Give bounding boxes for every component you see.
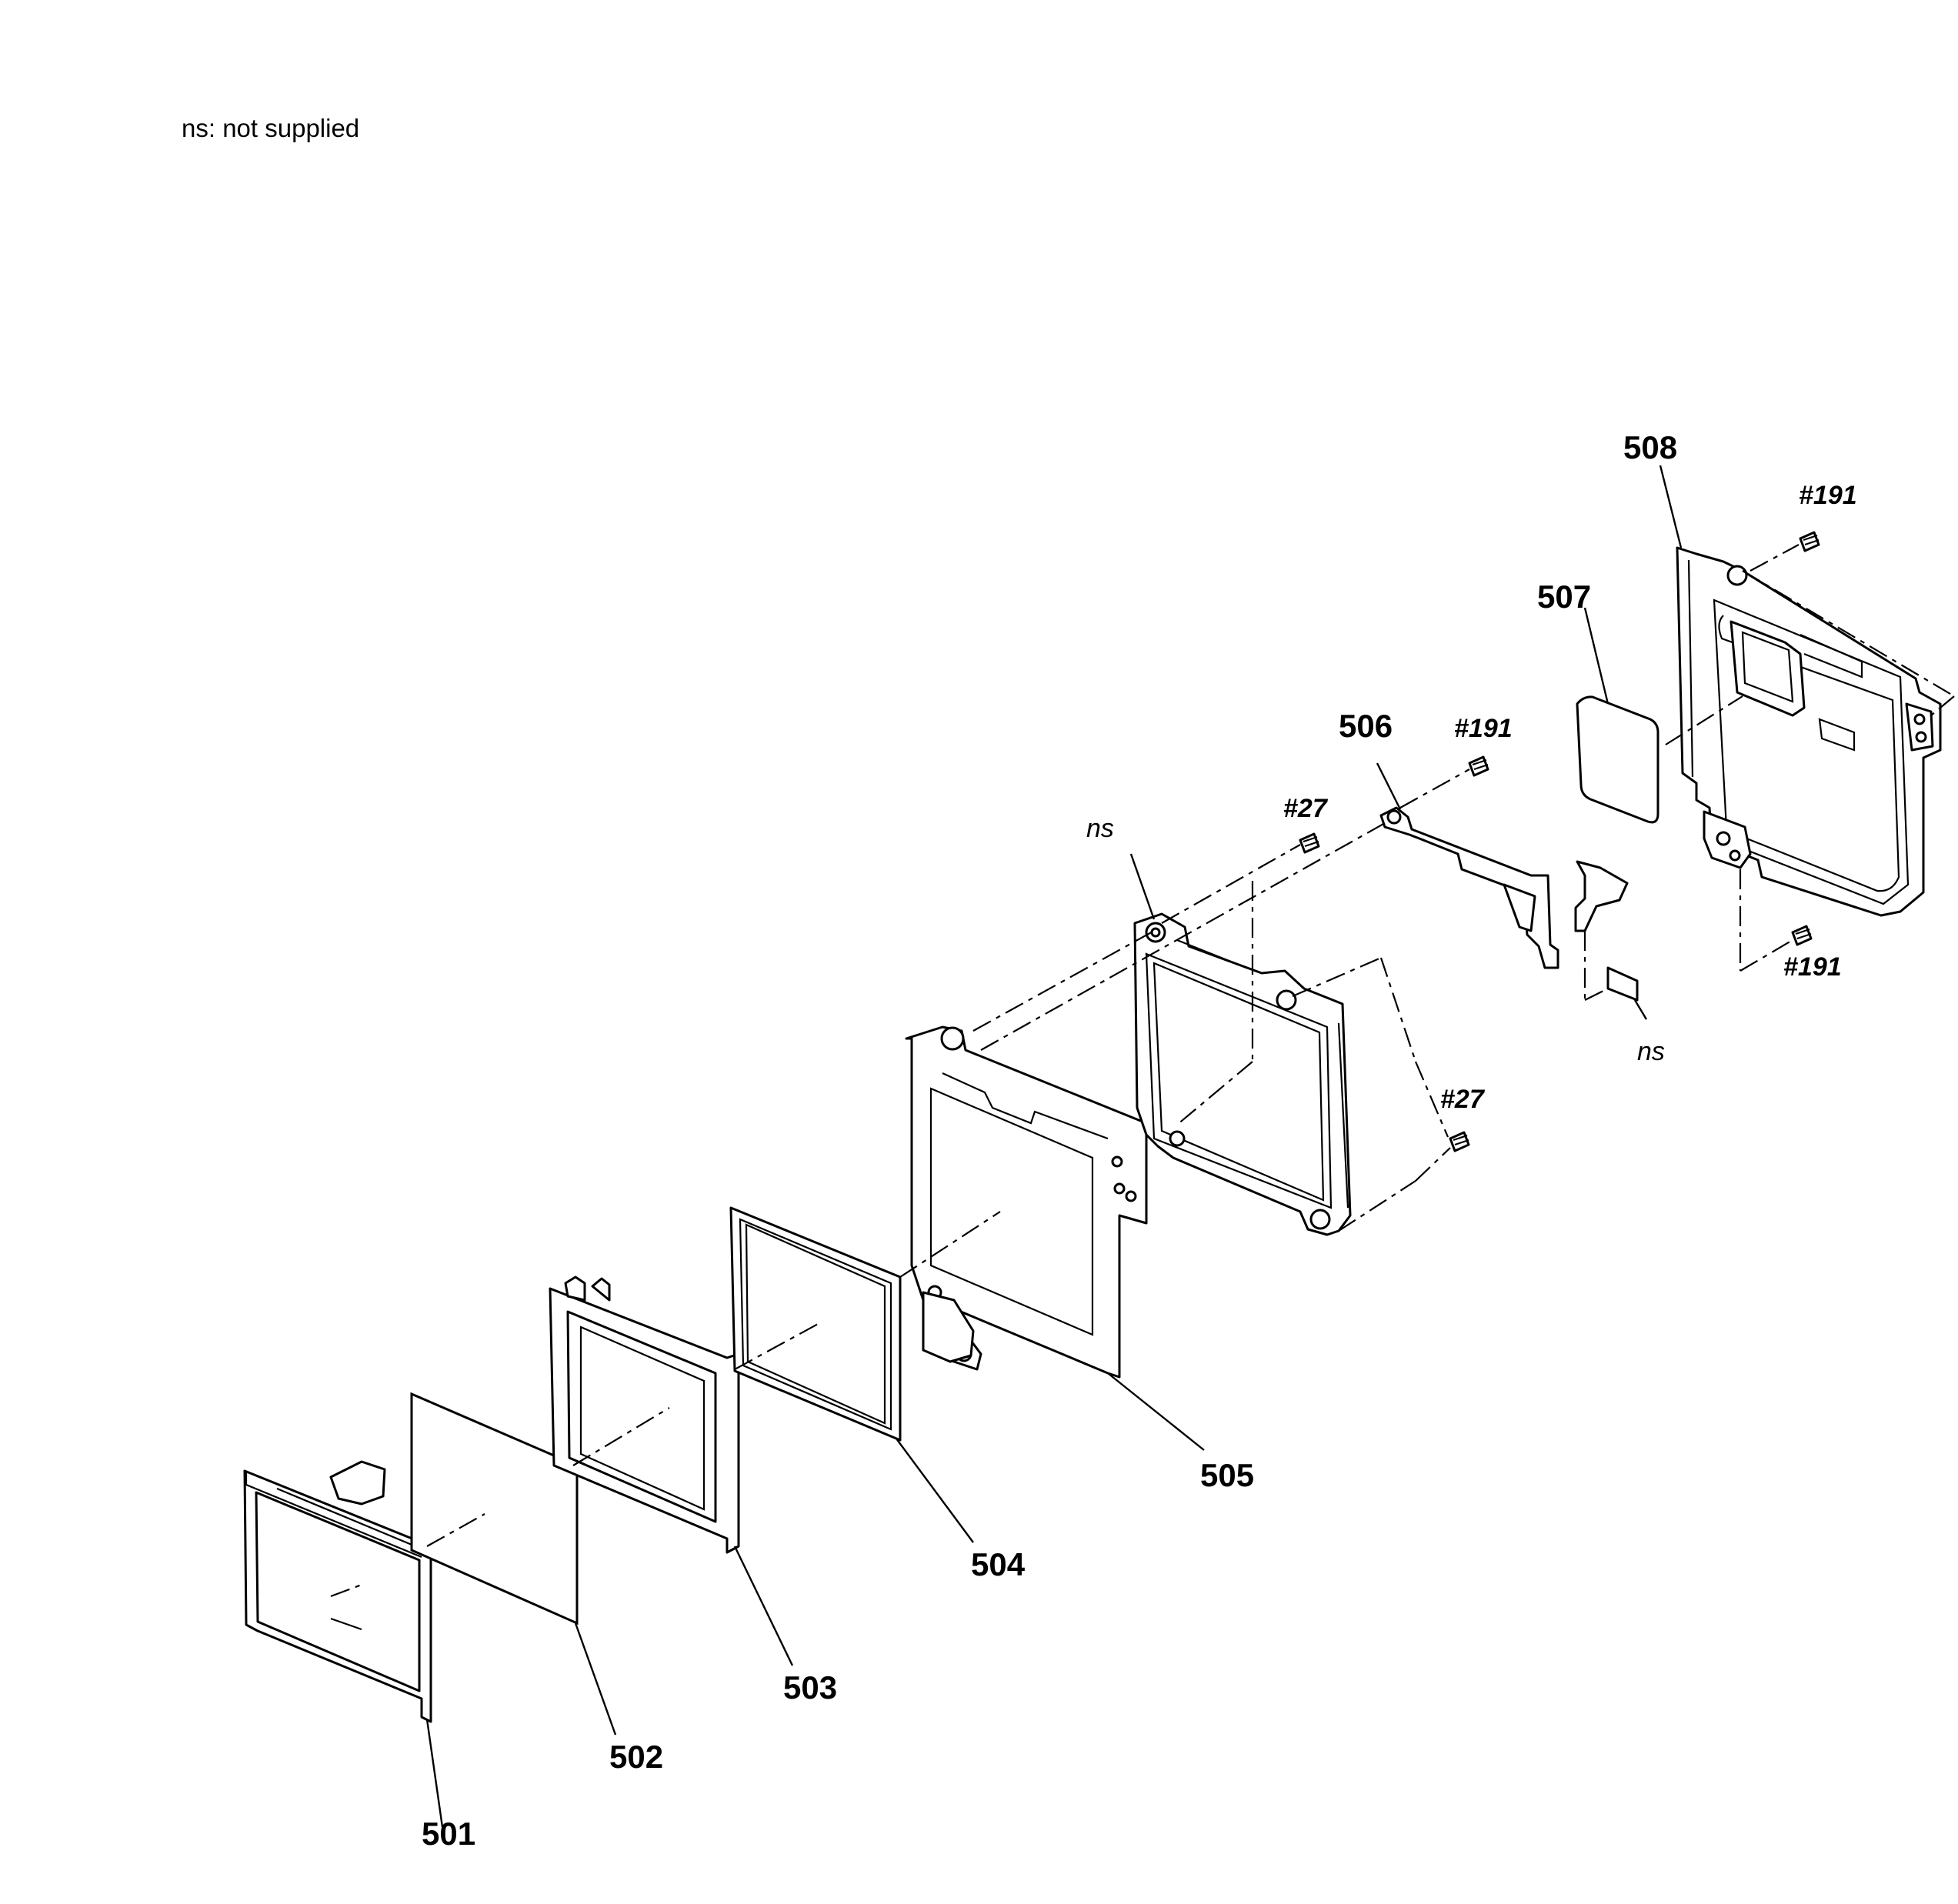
part-504-gasket <box>729 1206 902 1442</box>
leader-lines <box>425 465 1683 1828</box>
label-ns-lcd: ns <box>1086 814 1114 843</box>
part-505-bracket <box>905 1025 1148 1379</box>
label-503: 503 <box>783 1669 837 1706</box>
legend-note: ns: not supplied <box>182 114 360 142</box>
lcd-module <box>1133 912 1352 1236</box>
label-502: 502 <box>609 1739 663 1775</box>
label-505: 505 <box>1200 1457 1254 1493</box>
part-501-front-frame <box>243 1460 432 1723</box>
screw-27-bottom-icon <box>1449 1131 1470 1152</box>
label-506: 506 <box>1339 708 1393 744</box>
part-508-rear-cover <box>1676 546 1942 917</box>
label-ns-flex: ns <box>1637 1037 1665 1066</box>
label-screw-191-top: #191 <box>1799 481 1857 510</box>
screw-191-mid-icon <box>1468 755 1489 777</box>
part-502-protective-sheet <box>410 1392 579 1626</box>
screw-191-top-icon <box>1799 531 1820 552</box>
label-508: 508 <box>1623 429 1677 465</box>
assembly-lines <box>330 544 1955 1598</box>
screw-27-top-icon <box>1299 832 1320 854</box>
label-507: 507 <box>1537 579 1591 615</box>
part-506-hinge-bracket <box>1379 806 1639 1002</box>
label-screw-27-top: #27 <box>1283 794 1329 823</box>
label-504: 504 <box>971 1546 1026 1582</box>
part-503-frame <box>549 1275 740 1554</box>
label-screw-191-bottom: #191 <box>1783 952 1842 982</box>
label-screw-27-bottom: #27 <box>1440 1085 1486 1114</box>
label-501: 501 <box>422 1816 475 1852</box>
label-screw-191-mid: #191 <box>1454 714 1513 743</box>
screw-191-bottom-icon <box>1791 925 1813 946</box>
part-507-pad <box>1576 695 1659 824</box>
